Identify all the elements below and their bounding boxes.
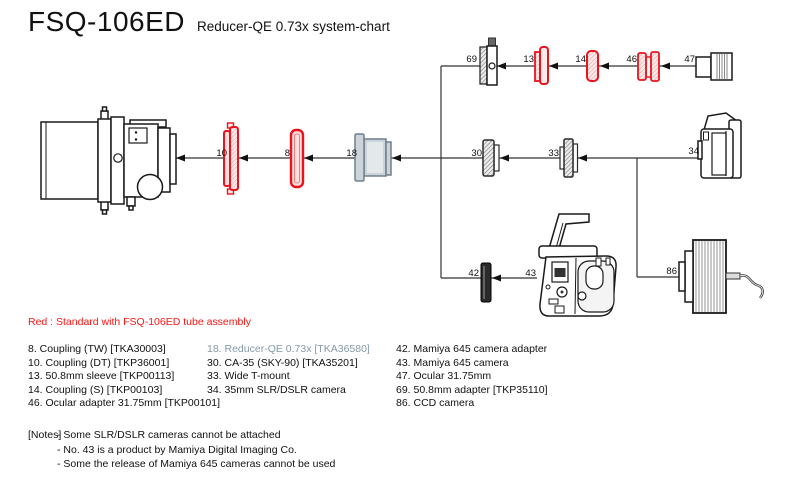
telescope-fsq106ed: [40, 106, 177, 215]
legend-item: 34. 35mm SLR/DSLR camera: [207, 383, 346, 396]
note-line: - Some SLR/DSLR cameras cannot be attach…: [57, 429, 281, 441]
red-standard-note: Red : Standard with FSQ-106ED tube assem…: [28, 316, 251, 328]
page-header: FSQ-106ED Reducer-QE 0.73x system-chart: [28, 6, 390, 38]
connection-lines: [176, 65, 700, 279]
notes-lines: - Some SLR/DSLR cameras cannot be attach…: [57, 428, 335, 472]
label-46: 46: [626, 54, 637, 65]
page-title: FSQ-106ED: [28, 6, 185, 37]
legend-item: 43. Mamiya 645 camera: [396, 356, 509, 369]
component-14-coupling-s: [586, 50, 599, 82]
label-13: 13: [523, 54, 534, 65]
component-34-slr-camera: [697, 112, 742, 179]
component-33-wide-t-mount: [559, 138, 579, 178]
label-47: 47: [684, 54, 695, 65]
label-34: 34: [688, 146, 699, 157]
component-8-coupling-tw: [289, 128, 305, 189]
legend-item: 33. Wide T-mount: [207, 370, 290, 383]
label-69: 69: [466, 54, 477, 65]
component-18-reducer-qe: [354, 133, 392, 182]
page-subtitle: Reducer-QE 0.73x system-chart: [197, 19, 390, 34]
note-line: - No. 43 is a product by Mamiya Digital …: [57, 443, 297, 456]
legend-column-2: 18. Reducer-QE 0.73x [TKA36580] 30. CA-3…: [207, 343, 370, 397]
arrowheads: [176, 62, 670, 282]
component-13-508-sleeve: [534, 46, 549, 85]
legend-item: 42. Mamiya 645 camera adapter: [396, 343, 548, 355]
legend-item: 46. Ocular adapter 31.75mm [TKP00101]: [28, 397, 221, 410]
legend-column-1: 8. Coupling (TW) [TKA30003] 10. Coupling…: [28, 343, 220, 411]
notes-section: [Notes] - Some SLR/DSLR cameras cannot b…: [28, 428, 335, 472]
label-8: 8: [285, 148, 290, 159]
legend-item: 69. 50.8mm adapter [TKP35110]: [396, 383, 548, 396]
legend-item: 30. CA-35 (SKY-90) [TKA35201]: [207, 356, 358, 369]
legend-item-reducer: 18. Reducer-QE 0.73x [TKA36580]: [207, 343, 370, 355]
label-42: 42: [468, 268, 479, 279]
legend-item: 86. CCD camera: [396, 397, 475, 410]
note-line: - Some the release of Mamiya 645 cameras…: [57, 458, 336, 470]
component-10-coupling-dt: [223, 122, 239, 195]
system-diagram: 10 8 18 30 33 34 69 13 14 46 47 42 43 86: [40, 37, 764, 317]
component-46-ocular-adapter: [637, 51, 660, 82]
legend-item: 13. 50.8mm sleeve [TKP00113]: [28, 370, 175, 383]
component-86-ccd-camera: [678, 239, 764, 314]
label-10: 10: [216, 148, 227, 159]
component-42-mamiya-adapter: [480, 262, 492, 303]
component-69-508-adapter: [479, 37, 498, 86]
legend-item: 47. Ocular 31.75mm: [396, 370, 492, 383]
notes-label: [Notes]: [28, 429, 62, 441]
legend-item: 10. Coupling (DT) [TKP36001]: [28, 356, 170, 369]
component-47-ocular: [695, 52, 733, 81]
label-18: 18: [346, 148, 357, 159]
label-33: 33: [548, 148, 559, 159]
legend-column-3: 42. Mamiya 645 camera adapter 43. Mamiya…: [396, 343, 548, 411]
component-43-mamiya-camera: [538, 213, 617, 317]
legend-item: 14. Coupling (S) [TKP00103]: [28, 383, 163, 396]
label-43: 43: [525, 268, 536, 279]
component-number-labels: 10 8 18 30 33 34 69 13 14 46 47 42 43 86: [216, 54, 699, 279]
component-30-ca35: [482, 139, 500, 177]
legend-item: 8. Coupling (TW) [TKA30003]: [28, 343, 166, 355]
label-30: 30: [471, 148, 482, 159]
label-14: 14: [575, 54, 586, 65]
label-86: 86: [666, 266, 677, 277]
